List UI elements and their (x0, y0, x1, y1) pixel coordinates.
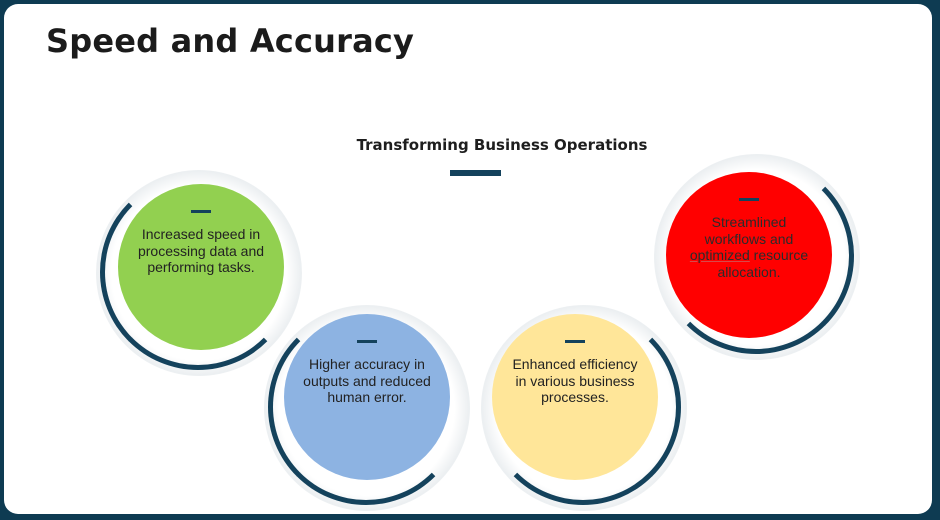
card-text-part: resource allocation. (717, 247, 809, 280)
card-arc (658, 158, 854, 354)
dash-icon (191, 210, 211, 213)
dash-icon (357, 340, 377, 343)
card-increased-speed: Increased speed in processing data and p… (118, 184, 284, 350)
card-arc (268, 309, 464, 505)
card-enhanced-efficiency: Enhanced efficiency in various business … (492, 314, 658, 480)
card-text: Enhanced efficiency in various business … (512, 356, 638, 405)
card-text-part: Streamlined workflows and (704, 214, 794, 247)
card-arc (485, 309, 681, 505)
card-text: Streamlined workflows and optimized reso… (682, 214, 816, 280)
card-arc (100, 174, 296, 370)
dash-icon (739, 198, 759, 201)
slide-subtitle: Transforming Business Operations (356, 136, 648, 154)
card-text: Higher accuracy in outputs and reduced h… (303, 356, 431, 405)
slide: Speed and Accuracy Transforming Business… (4, 4, 932, 514)
card-higher-accuracy: Higher accuracy in outputs and reduced h… (284, 314, 450, 480)
dash-icon (565, 340, 585, 343)
card-text: Increased speed in processing data and p… (137, 226, 265, 275)
card-streamlined-workflows: Streamlined workflows and optimized reso… (666, 172, 832, 338)
slide-title: Speed and Accuracy (46, 22, 415, 60)
subtitle-underline (450, 170, 501, 176)
card-text-marked-word: optimized (689, 247, 750, 263)
